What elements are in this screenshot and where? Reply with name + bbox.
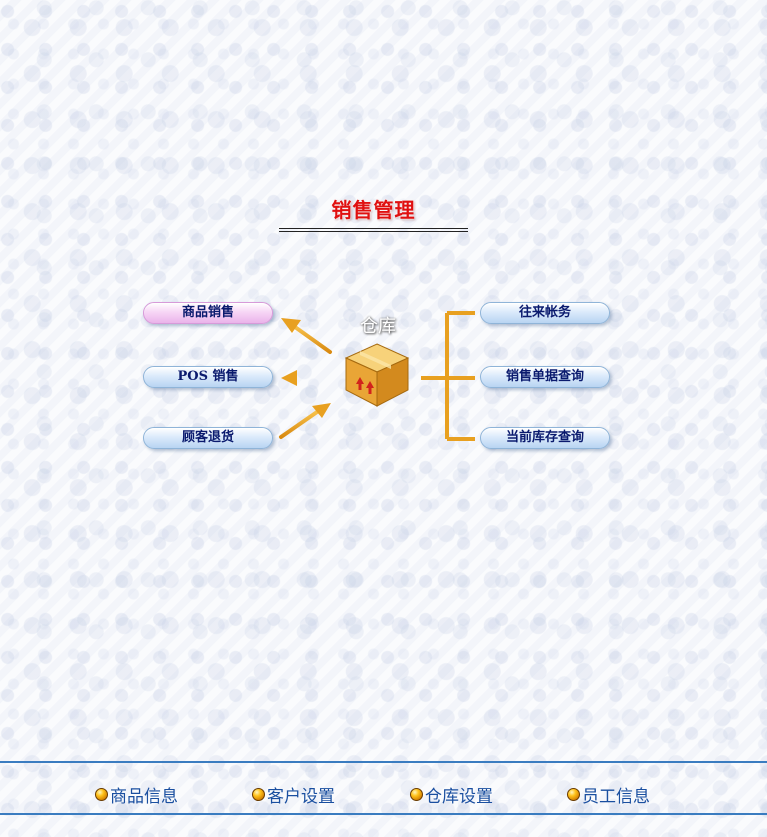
sales-document-query-button[interactable]: 销售单据查询 xyxy=(480,366,610,388)
footer-link-label: 客户设置 xyxy=(267,787,335,807)
footer-link-goods-info[interactable]: 商品信息 xyxy=(95,782,178,807)
footer-link-label: 员工信息 xyxy=(582,787,650,807)
orange-ball-icon xyxy=(95,788,108,801)
orange-ball-icon xyxy=(410,788,423,801)
current-stock-query-button[interactable]: 当前库存查询 xyxy=(480,427,610,449)
goods-sale-button[interactable]: 商品销售 xyxy=(143,302,273,324)
customer-return-button[interactable]: 顾客退货 xyxy=(143,427,273,449)
footer-bar: 商品信息 客户设置 仓库设置 员工信息 xyxy=(0,761,767,815)
arrow-up-right-icon xyxy=(279,403,331,439)
warehouse-label: 仓库 xyxy=(360,316,396,337)
footer-link-staff-info[interactable]: 员工信息 xyxy=(567,782,650,807)
arrow-left-icon xyxy=(281,370,332,386)
arrow-up-left-icon xyxy=(281,318,332,354)
box-icon[interactable] xyxy=(342,340,412,410)
footer-link-label: 商品信息 xyxy=(110,787,178,807)
footer-link-label: 仓库设置 xyxy=(425,787,493,807)
footer-link-warehouse-settings[interactable]: 仓库设置 xyxy=(410,782,493,807)
orange-ball-icon xyxy=(252,788,265,801)
pos-sale-button[interactable]: POS 销售 xyxy=(143,366,273,388)
orange-ball-icon xyxy=(567,788,580,801)
accounts-button[interactable]: 往来帐务 xyxy=(480,302,610,324)
footer-link-customer-settings[interactable]: 客户设置 xyxy=(252,782,335,807)
page-title: 销售管理 xyxy=(331,198,416,222)
bracket-connector xyxy=(421,311,475,441)
title-divider xyxy=(279,228,468,232)
